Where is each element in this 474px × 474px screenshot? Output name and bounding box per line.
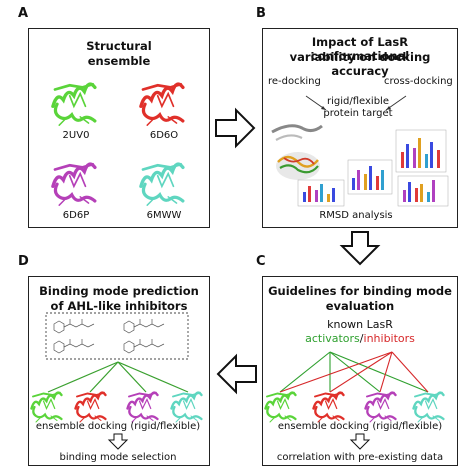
arrow-d-small-icon (107, 433, 129, 450)
label-6d6p: 6D6P (62, 210, 90, 221)
panel-b-letter: B (256, 6, 266, 21)
label-inhibitors: inhibitors (363, 332, 415, 345)
ribbon-render-icon (271, 124, 323, 141)
label-crossdocking: cross-docking (384, 76, 453, 87)
label-binding-mode-selection: binding mode selection (59, 452, 177, 463)
arrow-c-small-icon (349, 433, 371, 450)
docking-lines-c (279, 351, 429, 393)
protein-c-green-icon (264, 391, 297, 424)
label-rigid-flexible: rigid/flexible (327, 96, 389, 107)
protein-d-magenta-icon (126, 391, 159, 424)
protein-6d6o-icon (139, 82, 185, 127)
rmsd-chart-4 (297, 179, 345, 207)
protein-c-cyan-icon (412, 391, 445, 424)
panel-c-title-2: evaluation (325, 299, 395, 313)
panel-b-title-1: Impact of LasR conformational (310, 35, 410, 63)
label-protein-target: protein target (323, 108, 393, 119)
label-2uv0: 2UV0 (62, 130, 90, 141)
label-slash: / (359, 332, 364, 345)
label-correlation: correlation with pre-existing data (276, 452, 444, 463)
label-activators-inhibitors: activators/inhibitors (305, 332, 415, 345)
arrow-a-to-b-icon (215, 107, 256, 149)
label-activators: activators (305, 332, 360, 345)
label-6d6o: 6D6O (149, 130, 179, 141)
ligand-overlay-icon (276, 152, 320, 180)
panel-d-letter: D (18, 254, 29, 269)
panel-a-letter: A (18, 6, 29, 21)
protein-2uv0-icon (51, 82, 97, 127)
protein-d-cyan-icon (170, 391, 203, 424)
docking-lines-d (47, 361, 189, 393)
label-6mww: 6MWW (146, 210, 182, 221)
panel-a-title-1: Structural (86, 39, 152, 53)
label-redocking: re-docking (268, 76, 321, 87)
label-rmsd-analysis: RMSD analysis (319, 210, 393, 221)
inhibitor-structures-box (45, 312, 189, 360)
protein-c-red-icon (312, 391, 345, 424)
protein-6d6p-icon (51, 162, 97, 207)
protein-c-magenta-icon (364, 391, 397, 424)
label-known-lasr: known LasR (327, 318, 393, 331)
protein-6mww-icon (139, 162, 185, 207)
panel-d-title-1: Binding mode prediction (39, 284, 199, 298)
rmsd-chart-3 (397, 175, 449, 207)
rmsd-chart-1 (395, 129, 447, 173)
rmsd-chart-2 (347, 159, 393, 195)
panel-a-title-2: ensemble (87, 54, 151, 68)
panel-d-title-2: of AHL-like inhibitors (50, 299, 188, 313)
panel-c-letter: C (256, 254, 266, 269)
arrow-b-to-c-icon (339, 231, 381, 266)
arrow-c-to-d-icon (216, 353, 257, 395)
protein-d-green-icon (30, 391, 63, 424)
panel-b-title-2: variability on docking accuracy (289, 50, 431, 78)
label-d-docking: ensemble docking (rigid/flexible) (35, 421, 201, 432)
panel-c-title-1: Guidelines for binding mode (268, 284, 452, 298)
label-c-docking: ensemble docking (rigid/flexible) (277, 421, 443, 432)
protein-d-red-icon (74, 391, 107, 424)
